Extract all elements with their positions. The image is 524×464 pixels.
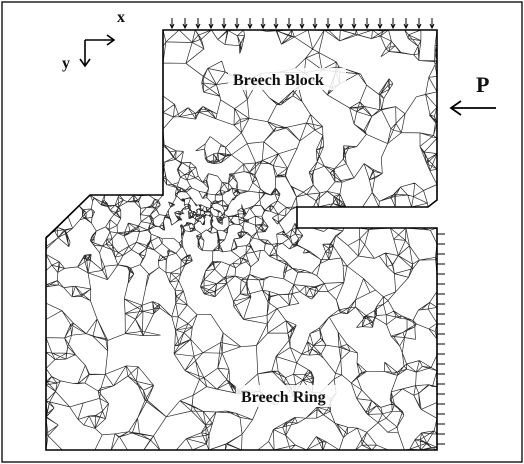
constraint-tick xyxy=(208,18,214,30)
left-arrow-icon xyxy=(449,100,496,116)
breech-ring-label: Breech Ring xyxy=(241,389,326,406)
constraint-tick xyxy=(364,18,370,30)
constraint-tick xyxy=(403,18,409,30)
constraint-tick xyxy=(260,18,266,30)
constraint-tick xyxy=(390,18,396,30)
constraint-tick xyxy=(312,18,318,30)
constraint-tick xyxy=(182,18,188,30)
constraint-tick xyxy=(247,18,253,30)
block-label-bg xyxy=(228,68,346,90)
coordinate-axes-icon xyxy=(79,34,116,68)
constraint-tick xyxy=(377,18,383,30)
constraint-tick xyxy=(221,18,227,30)
domain-outline xyxy=(45,29,438,451)
top-boundary-constraints xyxy=(169,18,435,30)
constraint-tick xyxy=(416,18,422,30)
constraint-tick xyxy=(234,18,240,30)
constraint-tick xyxy=(299,18,305,30)
axis-y-label: y xyxy=(62,55,70,72)
constraint-tick xyxy=(286,18,292,30)
ring-label-bg xyxy=(236,385,342,407)
constraint-tick xyxy=(325,18,331,30)
constraint-tick xyxy=(195,18,201,30)
constraint-tick xyxy=(169,18,175,30)
axis-x-label: x xyxy=(117,9,125,26)
constraint-tick xyxy=(338,18,344,30)
load-p-label: P xyxy=(476,72,489,97)
right-boundary-constraints xyxy=(437,233,445,445)
breech-block-label: Breech Block xyxy=(233,72,324,89)
constraint-tick xyxy=(429,18,435,30)
constraint-tick xyxy=(273,18,279,30)
constraint-tick xyxy=(351,18,357,30)
